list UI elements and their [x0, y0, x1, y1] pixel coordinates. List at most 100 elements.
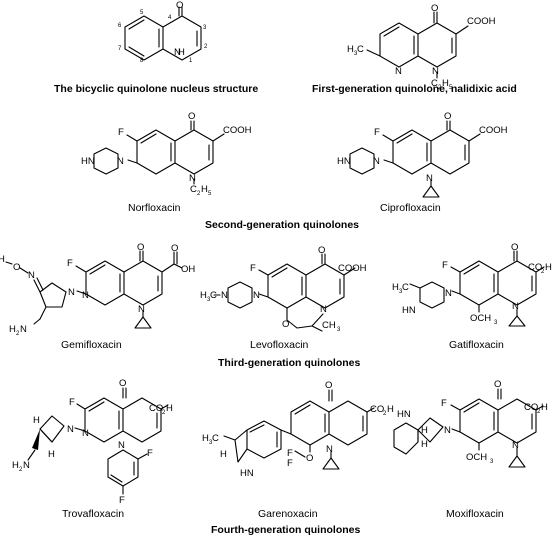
nitrogen-label: N	[432, 66, 439, 77]
name-trovafloxacin: Trovafloxacin	[62, 508, 124, 520]
ring-number: 8	[140, 58, 144, 64]
nalidixic-acid-structure: O COOH N N C 2 H 5 H 3 C	[347, 3, 496, 91]
cyclopropyl	[322, 457, 340, 470]
ring-number: 3	[203, 25, 207, 31]
fluorine-label: F	[119, 495, 125, 506]
nitrogen-label: N	[117, 156, 124, 167]
cyclopropyl	[508, 455, 526, 468]
cyclopropyl	[422, 185, 440, 198]
nitrogen-label: N	[67, 424, 74, 435]
ring-number: 6	[118, 23, 122, 29]
fluorine-label: F	[118, 127, 124, 138]
quinolone-nucleus-structure: O H N 1 2 3 4 5 6 7 8	[118, 0, 208, 64]
hydrogen-label: H	[48, 449, 55, 460]
hydroxyl-label: OH	[181, 264, 195, 275]
amine-label: N	[23, 460, 30, 471]
amine-label: HN	[397, 409, 411, 420]
methoxy-label: OCH	[470, 313, 491, 324]
methyl-label: C	[402, 282, 409, 293]
subscript: 3	[207, 297, 211, 303]
methyl-label: CH	[322, 320, 336, 331]
name-gatifloxacin: Gatifloxacin	[449, 339, 504, 351]
subscript: 3	[209, 440, 213, 446]
subscript: 3	[399, 289, 403, 295]
methyl-label: H	[392, 282, 399, 293]
nitrogen-label: N	[395, 66, 402, 77]
nitrogen-label: N	[118, 440, 125, 451]
methyl-label: C	[212, 433, 219, 444]
nitrogen-label: N	[373, 156, 380, 167]
oxygen-label: O	[171, 243, 178, 254]
name-levofloxacin: Levofloxacin	[250, 339, 309, 351]
nitrogen-label: N	[512, 440, 519, 451]
carboxyl-label: COOH	[467, 16, 496, 27]
ring-number: 5	[140, 10, 144, 16]
nitrogen-label: N	[426, 173, 433, 184]
ethyl-label: C	[431, 78, 438, 89]
carboxyl-label: H	[545, 262, 552, 273]
garenoxacin-structure: O CO 2 H N O F F HN H 3 C H	[202, 380, 394, 479]
nitrogen-label: N	[445, 288, 452, 299]
carboxyl-label: CO	[528, 262, 542, 273]
amine-label: HN	[240, 468, 254, 479]
methyl-label: H	[200, 290, 207, 301]
ethyl-label: H	[442, 78, 449, 89]
amine-label: HN	[402, 305, 416, 316]
oxygen-label: O	[282, 319, 289, 330]
caption-fourth-generation: Fourth-generation quinolones	[211, 524, 360, 536]
nitrogen-label: H	[178, 47, 185, 58]
hydrogen-label: H	[421, 425, 428, 436]
oxygen-label: O	[306, 453, 313, 464]
oxygen-label: O	[13, 262, 20, 273]
carboxyl-label: COOH	[479, 125, 508, 136]
subscript: 2	[16, 331, 20, 337]
amine-label: H	[9, 324, 16, 335]
subscript: 2	[438, 85, 442, 91]
cyclopropyl	[134, 316, 152, 329]
gemifloxacin-structure: O O OH F N N N N O H H 2 N	[0, 242, 195, 337]
subscript: 3	[337, 327, 341, 333]
nitrogen-label: N	[138, 304, 145, 315]
amine-label: HN	[337, 156, 351, 167]
nitrogen-label: N	[189, 173, 196, 184]
subscript: 3	[494, 320, 498, 326]
ethyl-label: H	[201, 184, 208, 195]
cyclopropyl	[508, 315, 526, 327]
subscript: 5	[208, 191, 212, 197]
amine-label: N	[20, 324, 27, 335]
nitrogen-label: N	[512, 301, 519, 312]
fluorine-label: F	[67, 258, 73, 269]
ciprofloxacin-structure: O COOH F N N HN	[337, 111, 508, 198]
oxygen-label: O	[431, 3, 438, 14]
nitrogen-label: N	[174, 47, 181, 58]
nitrogen-label: N	[444, 425, 451, 436]
carboxyl-label: CO	[524, 402, 538, 413]
carboxyl-label: COOH	[338, 263, 367, 274]
subscript: 2	[383, 411, 387, 417]
oxygen-label: O	[176, 0, 183, 11]
subscript: 2	[197, 191, 201, 197]
fluorine-label: F	[374, 127, 380, 138]
name-garenoxacin: Garenoxacin	[258, 508, 318, 520]
nitrogen-label: N	[253, 290, 260, 301]
hydrogen-label: H	[220, 449, 227, 460]
ethyl-label: C	[190, 184, 197, 195]
caption-third-generation: Third-generation quinolones	[218, 357, 360, 369]
subscript: 3	[354, 51, 358, 57]
methyl-label: H	[347, 44, 354, 55]
subscript: 2	[162, 410, 166, 416]
hydrogen-label: H	[33, 415, 40, 426]
nitrogen-label: N	[28, 270, 35, 281]
oxygen-label: O	[494, 379, 501, 390]
trovafloxacin-structure: O CO 2 H F N N F F N H H H 2 N	[12, 378, 173, 506]
caption-nucleus: The bicyclic quinolone nucleus structure	[54, 83, 258, 95]
ring-number: 7	[118, 46, 122, 52]
subscript: 2	[19, 467, 23, 473]
methyl-label: C	[210, 290, 217, 301]
subscript: 2	[537, 409, 541, 415]
nitrogen-label: N	[320, 304, 327, 315]
moxifloxacin-structure: O CO 2 H F N OCH 3 N HN H H	[393, 379, 548, 468]
methyl-label: C	[357, 44, 364, 55]
